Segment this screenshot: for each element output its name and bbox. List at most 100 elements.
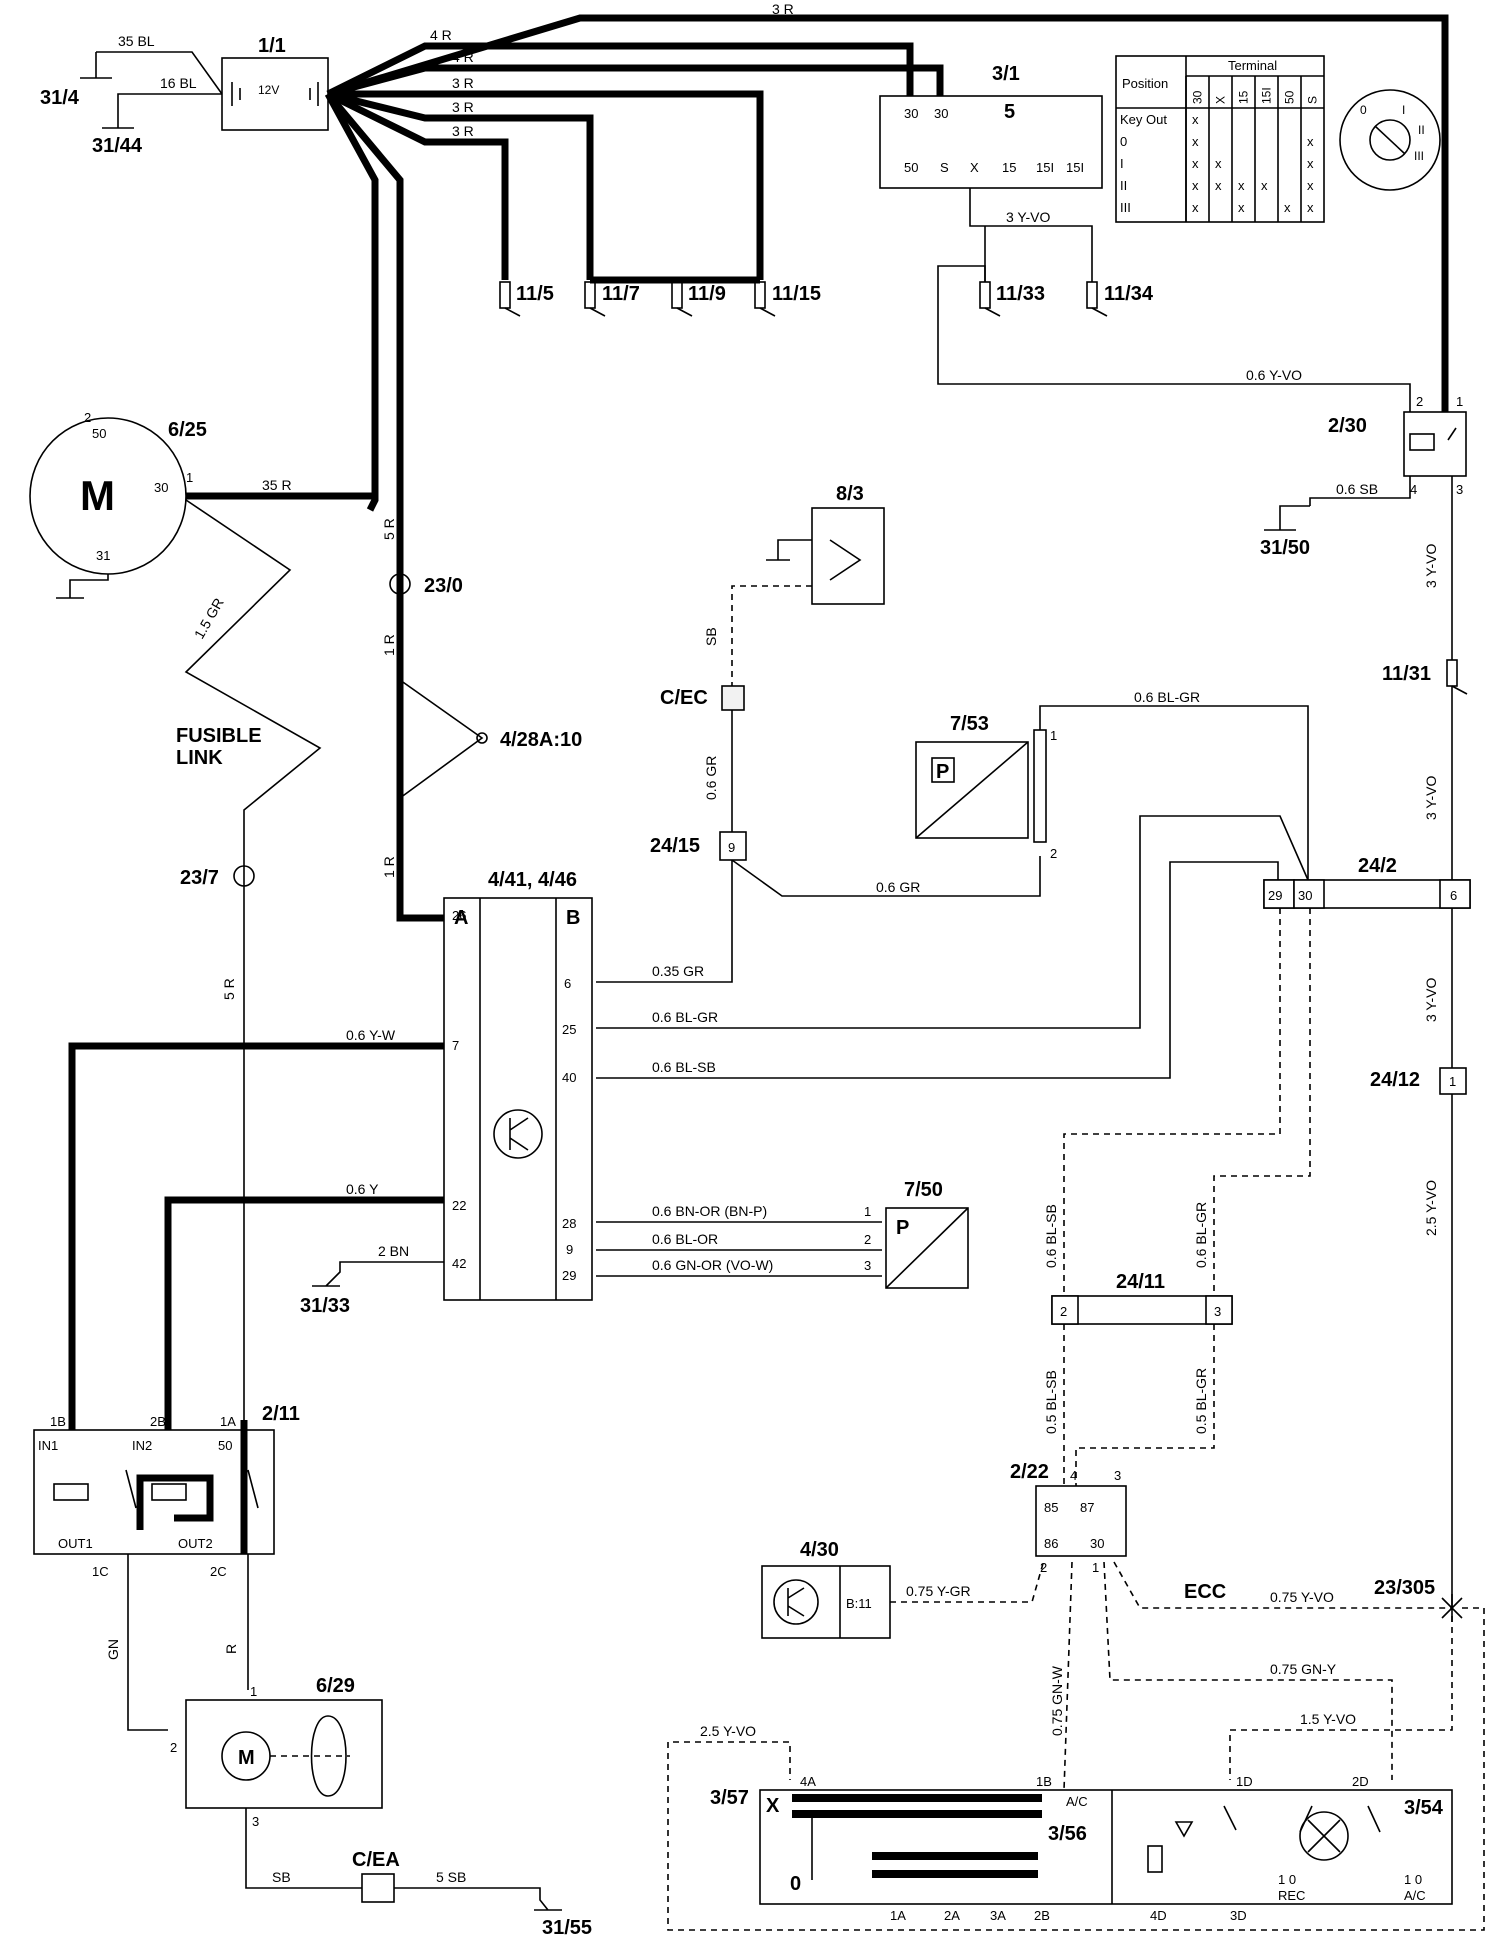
ac-relay-pin4: 4 [1070, 1468, 1077, 1483]
c24-15-label: 24/15 [650, 835, 700, 857]
ground-31-44: 31/44 [92, 108, 143, 157]
battery-1-1: 1/1 12V [221, 35, 329, 131]
pin-3a: 3A [990, 1908, 1006, 1923]
table-mark: x [1215, 178, 1222, 193]
battery-voltage: 12V [258, 83, 279, 97]
ac-relay-87: 87 [1080, 1500, 1094, 1515]
connector-24-12: 1 24/12 [1370, 1067, 1467, 1095]
fuse-11-9: 11/9 [688, 283, 726, 305]
wire-06blsb: 0.6 BL-SB [652, 1059, 716, 1075]
wire-05blsb: 0.5 BL-SB [1043, 1370, 1059, 1434]
fan-motor-m: M [238, 1747, 255, 1769]
ac-bar-4 [872, 1870, 1038, 1878]
ac-bar-2 [792, 1810, 1042, 1818]
c24-11-pin-2: 2 [1060, 1304, 1067, 1319]
wire-075ygr: 0.75 Y-GR [906, 1583, 971, 1599]
ground-label-31-4: 31/4 [40, 87, 80, 109]
ecu-pin-a42: 42 [452, 1256, 466, 1271]
key-icon: 0 I II III [1339, 89, 1441, 191]
connector-24-11: 2 3 24/11 [1051, 1271, 1233, 1325]
fuse-11-33: 11/33 [979, 281, 1045, 317]
relay-2-30: 2/30 2 1 4 3 [1328, 394, 1467, 497]
ac-relay-30: 30 [1090, 1536, 1104, 1551]
wire-gnor: 0.6 GN-OR (VO-W) [652, 1257, 773, 1273]
ac-bar-1 [792, 1794, 1042, 1802]
wire-bnor: 0.6 BN-OR (BN-P) [652, 1203, 767, 1219]
ac-relay-label: 2/22 [1010, 1461, 1049, 1483]
wire-06blgr: 0.6 BL-GR [1134, 689, 1200, 705]
table-header-terminal: Terminal [1228, 58, 1277, 73]
table-mark: x [1192, 156, 1199, 171]
fusible-link-label-1: FUSIBLE [176, 725, 262, 747]
table-mark: x [1192, 200, 1199, 215]
ecu-side-b: B [566, 907, 580, 929]
wire-3yvo-c: 3 Y-VO [1423, 776, 1439, 820]
ac-panel-3-57: 3/57 [710, 1787, 749, 1809]
ecc-label: ECC [1184, 1581, 1226, 1603]
table-mark: x [1238, 200, 1245, 215]
ground-label-31-33: 31/33 [300, 1295, 350, 1317]
wire-5r: 5 R [381, 518, 397, 540]
wire-06blgr-v: 0.6 BL-GR [1193, 1202, 1209, 1268]
fan-pin-2b: 2B [150, 1414, 166, 1429]
svg-text:1: 1 [186, 470, 193, 485]
svg-text:0: 0 [1360, 103, 1367, 117]
c24-12-pin: 1 [1449, 1074, 1456, 1089]
wire-05blgr: 0.5 BL-GR [1193, 1368, 1209, 1434]
c24-2-pin-30: 30 [1298, 888, 1312, 903]
splice-4-28a: 4/28A:10 [476, 729, 582, 751]
sw-pin-50: 50 [904, 160, 918, 175]
ac-panel-ac-label: A/C [1404, 1888, 1426, 1903]
wire-06blsb-v: 0.6 BL-SB [1043, 1204, 1059, 1268]
svg-text:30: 30 [154, 480, 168, 495]
table-mark: x [1192, 112, 1199, 127]
wire-sb-b: SB [272, 1869, 291, 1885]
connector-24-15: 9 24/15 [650, 831, 747, 861]
ac-relay-pin2: 2 [1040, 1560, 1047, 1575]
sensor-p: P [936, 761, 949, 783]
table-mark: x [1284, 200, 1291, 215]
ground-label-31-50: 31/50 [1260, 537, 1310, 559]
ecu-pin-b28: 28 [562, 1216, 576, 1231]
splice-23-305-label: 23/305 [1374, 1577, 1435, 1599]
ecu-pin-b29: 29 [562, 1268, 576, 1283]
ignition-switch-label: 3/1 [992, 63, 1020, 85]
fan-relay-50: 50 [218, 1438, 232, 1453]
ground-31-50: 31/50 [1260, 505, 1310, 559]
wire-15yvo: 1.5 Y-VO [1300, 1711, 1356, 1727]
ac-panel-ac: A/C [1066, 1794, 1088, 1809]
connector-24-2: 29 30 6 24/2 [1263, 855, 1471, 909]
fan-relay-in2: IN2 [132, 1438, 152, 1453]
terminal-col-label: S [1306, 96, 1320, 104]
ecu-pin-a7: 7 [452, 1038, 459, 1053]
wire-3r-top: 3 R [772, 1, 794, 17]
sensor-7-50: P 7/50 [885, 1179, 969, 1289]
s750-pin-1: 1 [864, 1204, 871, 1219]
sensor-pin-2: 2 [1050, 846, 1057, 861]
ac-panel-zero: 0 [790, 1873, 801, 1895]
fan-relay-in1: IN1 [38, 1438, 58, 1453]
sensor-7-53-label: 7/53 [950, 713, 989, 735]
ecc-pin-b11: B:11 [846, 1596, 872, 1611]
splice-4-28-label: 4/28A:10 [500, 729, 582, 751]
pin-2d: 2D [1352, 1774, 1369, 1789]
relay-pin-1: 1 [1456, 394, 1463, 409]
battery-label: 1/1 [258, 35, 286, 57]
wire-gn: GN [105, 1639, 121, 1660]
ecc-module-4-30: B:11 4/30 [761, 1539, 891, 1639]
ac-panel: 3/57 3/56 3/54 X 0 A/C 1 0 REC 1 0 A/C [710, 1787, 1453, 1905]
wire-3yvo-d: 3 Y-VO [1423, 978, 1439, 1022]
terminal-col-label: X [1214, 96, 1228, 104]
ac-relay-86: 86 [1044, 1536, 1058, 1551]
wire-035gr: 0.35 GR [652, 963, 704, 979]
relay-2-30-label: 2/30 [1328, 415, 1367, 437]
sensor-7-53: P 7/53 1 2 [915, 713, 1057, 861]
fan-pin-2c: 2C [210, 1564, 227, 1579]
wire-5r-b: 5 R [221, 978, 237, 1000]
fan-motor-pin2: 2 [170, 1740, 177, 1755]
sw-pin-5: 5 [1004, 101, 1015, 123]
c24-11-label: 24/11 [1116, 1271, 1165, 1293]
wire-35bl: 35 BL [118, 33, 155, 49]
